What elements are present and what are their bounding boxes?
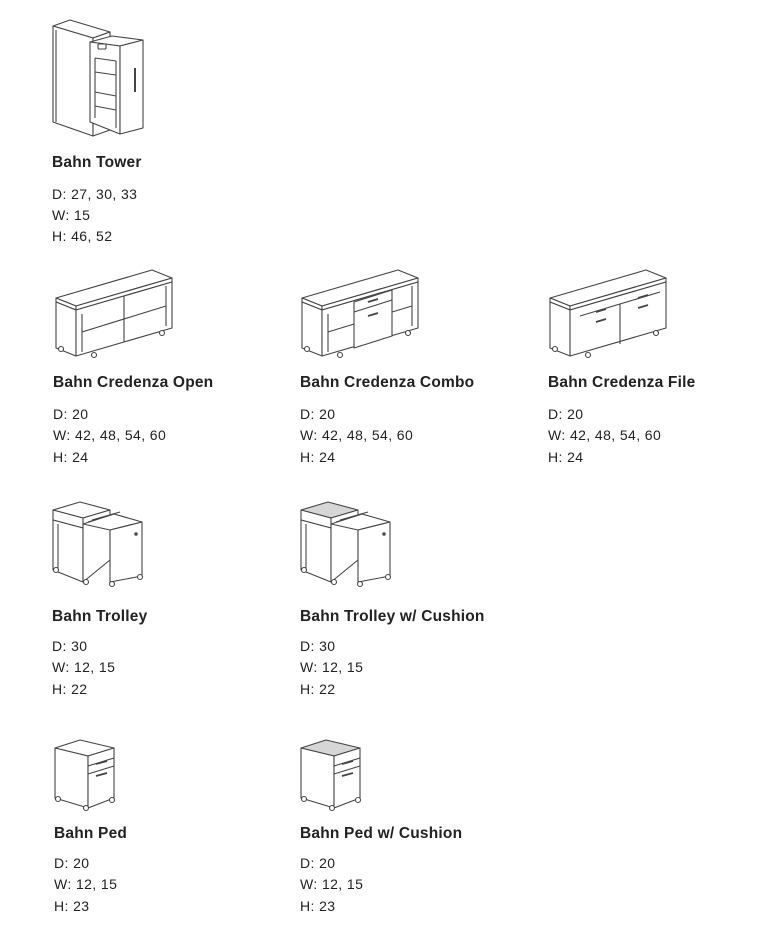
product-width: W: 42, 48, 54, 60 bbox=[300, 427, 414, 443]
product-name: Bahn Trolley w/ Cushion bbox=[300, 608, 485, 625]
credenza-file-illustration bbox=[546, 268, 670, 362]
product-name: Bahn Tower bbox=[52, 154, 142, 171]
product-name: Bahn Trolley bbox=[52, 608, 148, 625]
product-depth: D: 30 bbox=[52, 638, 88, 654]
ped-cushion-illustration bbox=[298, 738, 368, 814]
ped-illustration bbox=[52, 738, 122, 814]
product-depth: D: 30 bbox=[300, 638, 336, 654]
product-width: W: 12, 15 bbox=[300, 876, 364, 892]
product-width: W: 12, 15 bbox=[52, 659, 116, 675]
product-width: W: 15 bbox=[52, 207, 91, 223]
credenza-combo-illustration bbox=[298, 268, 422, 362]
product-height: H: 23 bbox=[300, 898, 336, 914]
credenza-open-illustration bbox=[52, 268, 176, 362]
product-width: W: 12, 15 bbox=[54, 876, 118, 892]
product-width: W: 12, 15 bbox=[300, 659, 364, 675]
trolley-illustration bbox=[50, 500, 146, 590]
product-height: H: 46, 52 bbox=[52, 228, 113, 244]
product-width: W: 42, 48, 54, 60 bbox=[548, 427, 662, 443]
product-width: W: 42, 48, 54, 60 bbox=[53, 427, 167, 443]
product-depth: D: 20 bbox=[300, 406, 336, 422]
product-name: Bahn Ped w/ Cushion bbox=[300, 825, 463, 842]
product-depth: D: 20 bbox=[54, 855, 90, 871]
product-name: Bahn Credenza Combo bbox=[300, 374, 475, 391]
product-name: Bahn Ped bbox=[54, 825, 128, 842]
product-depth: D: 20 bbox=[548, 406, 584, 422]
product-height: H: 22 bbox=[300, 681, 336, 697]
product-name: Bahn Credenza Open bbox=[53, 374, 214, 391]
product-height: H: 24 bbox=[53, 449, 89, 465]
trolley-cushion-illustration bbox=[298, 500, 394, 590]
product-name: Bahn Credenza File bbox=[548, 374, 696, 391]
product-depth: D: 27, 30, 33 bbox=[52, 186, 138, 202]
product-depth: D: 20 bbox=[300, 855, 336, 871]
product-height: H: 24 bbox=[548, 449, 584, 465]
product-height: H: 24 bbox=[300, 449, 336, 465]
product-depth: D: 20 bbox=[53, 406, 89, 422]
product-height: H: 23 bbox=[54, 898, 90, 914]
tower-illustration bbox=[50, 18, 146, 138]
product-height: H: 22 bbox=[52, 681, 88, 697]
